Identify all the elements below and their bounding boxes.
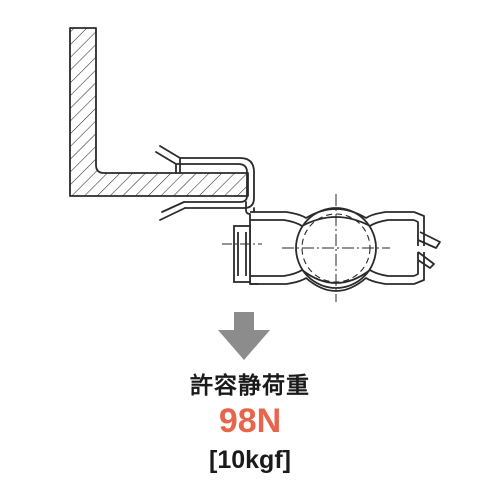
load-value-kgf: [10kgf] <box>209 446 291 474</box>
bracket-block <box>222 225 262 283</box>
load-value-newton: 98N <box>218 402 282 440</box>
pipe-band <box>250 208 441 292</box>
pipe-section <box>282 194 390 302</box>
angle-steel-section <box>69 27 249 197</box>
allowable-static-load-label: 許容静荷重 <box>190 373 310 399</box>
down-arrow-icon <box>218 312 270 360</box>
flange-clip <box>155 145 259 285</box>
